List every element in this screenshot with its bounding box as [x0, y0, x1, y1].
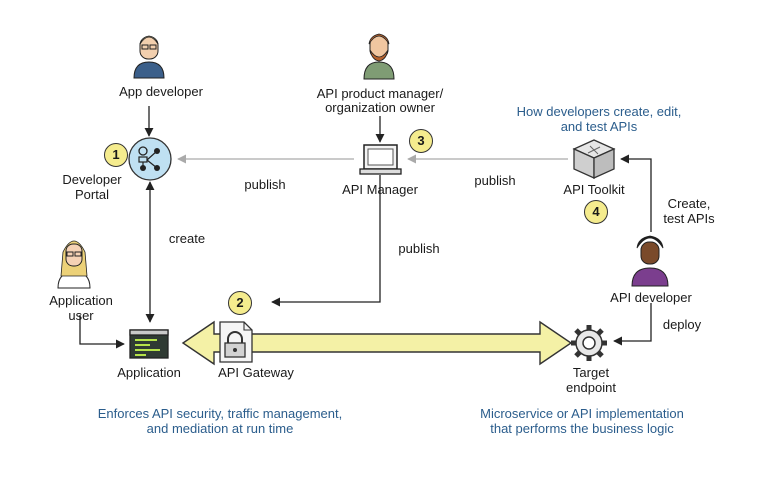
publish-gateway-label: publish — [398, 241, 440, 256]
target-endpoint-gear-icon — [571, 325, 607, 361]
app-developer-avatar — [133, 35, 165, 79]
deploy-label: deploy — [662, 317, 702, 332]
api-manager-monitor-icon — [359, 144, 402, 175]
api-gateway-lock-icon — [219, 321, 253, 363]
application-user-label-line2: user — [68, 308, 94, 323]
step-badge-portal: 1 — [104, 143, 128, 167]
target-endpoint-label-line2: endpoint — [566, 380, 616, 395]
api-gateway-label: API Gateway — [218, 365, 294, 380]
step-badge-gateway: 2 — [228, 291, 252, 315]
target-endpoint-label-line1: Target — [572, 365, 610, 380]
product-manager-label-line1: API product manager/ — [316, 86, 444, 101]
step-badge-manager: 3 — [409, 129, 433, 153]
developer-portal-label-line1: Developer — [62, 172, 122, 187]
toolkit-note-line2: and test APIs — [560, 119, 638, 134]
gateway-note-line1: Enforces API security, traffic managemen… — [97, 406, 343, 421]
publish-portal-label: publish — [244, 177, 286, 192]
toolkit-note-line1: How developers create, edit, — [516, 104, 682, 119]
api-developer-to-toolkit-arrow — [620, 154, 652, 232]
api-developer-to-endpoint-deploy-arrow — [613, 303, 652, 346]
manager-to-gateway-publish-arrow — [271, 175, 381, 307]
api-manager-label: API Manager — [342, 182, 418, 197]
application-user-avatar — [57, 240, 91, 289]
developer-portal-icon — [128, 137, 172, 181]
api-toolkit-cube-icon — [572, 139, 616, 180]
step-badge-toolkit: 4 — [584, 200, 608, 224]
api-toolkit-label: API Toolkit — [563, 182, 625, 197]
api-developer-label: API developer — [610, 290, 692, 305]
publish-toolkit-label: publish — [474, 173, 516, 188]
application-window-icon — [129, 329, 169, 359]
application-label: Application — [117, 365, 181, 380]
create-label: create — [168, 231, 206, 246]
api-developer-avatar — [631, 235, 669, 287]
create-test-label-line1: Create, — [667, 196, 711, 211]
create-test-label-line2: test APIs — [663, 211, 715, 226]
application-user-label-line1: Application — [49, 293, 113, 308]
endpoint-note-line1: Microservice or API implementation — [480, 406, 684, 421]
gateway-note-line2: and mediation at run time — [146, 421, 294, 436]
product-manager-avatar — [363, 33, 395, 80]
app-developer-label: App developer — [119, 84, 203, 99]
endpoint-note-line2: that performs the business logic — [490, 421, 674, 436]
developer-portal-label-line2: Portal — [75, 187, 109, 202]
product-manager-label-line2: organization owner — [325, 100, 435, 115]
user-to-application-arrow — [79, 315, 125, 349]
